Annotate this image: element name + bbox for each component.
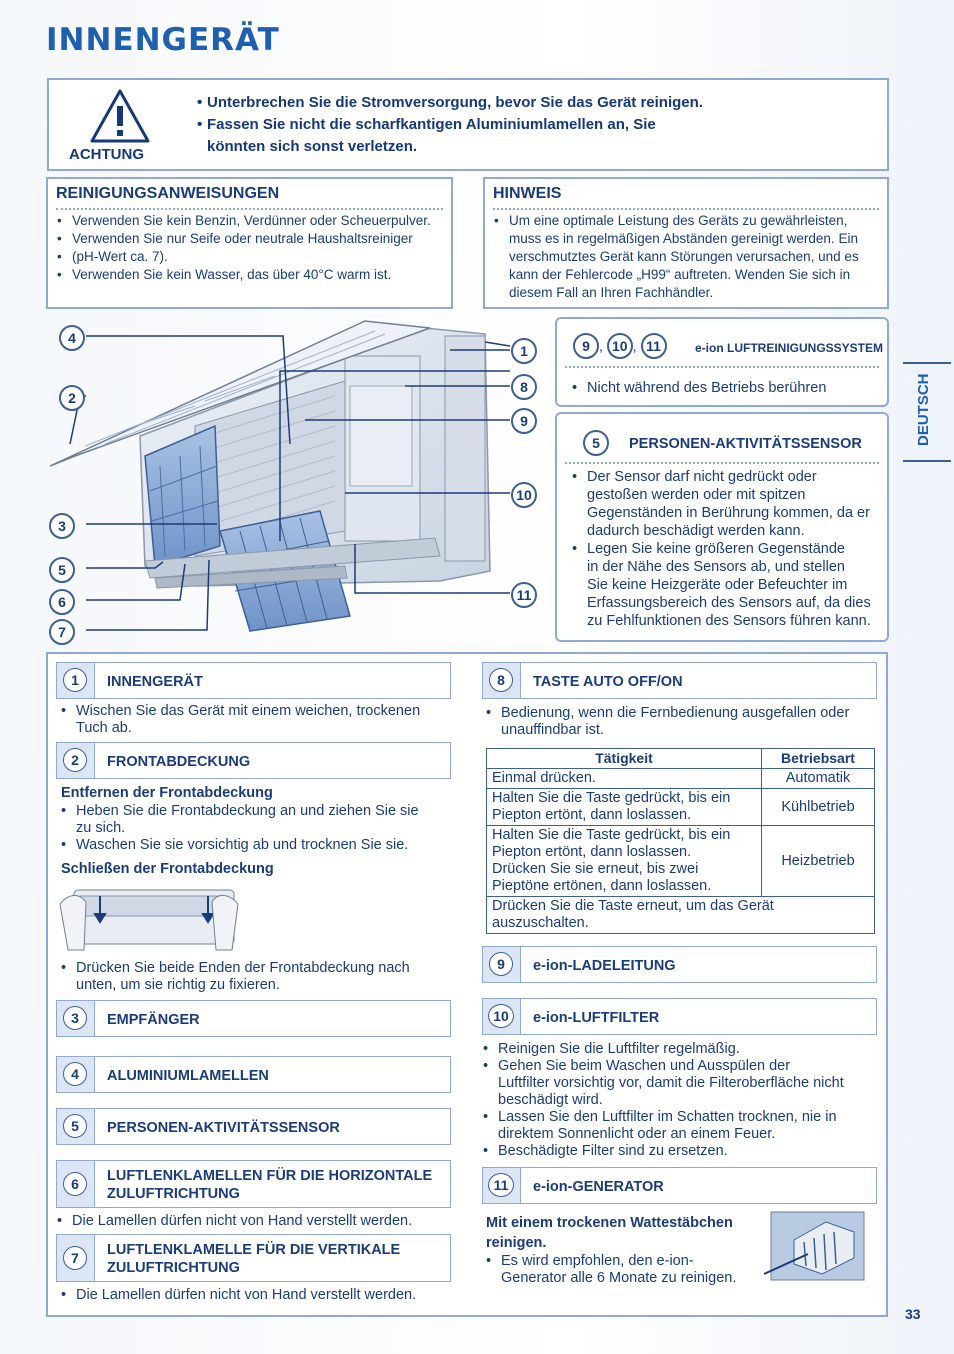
remove-cover-title: Entfernen der Frontabdeckung [61, 785, 273, 801]
part-4-header: 4 ALUMINIUMLAMELLEN [56, 1056, 451, 1093]
warning-label: ACHTUNG [69, 146, 144, 163]
eion-generator-illustration [764, 1211, 865, 1281]
part-11-header: 11 e-ion-GENERATOR [482, 1167, 877, 1204]
part-1-text: Wischen Sie das Gerät mit einem weichen,… [54, 703, 444, 737]
list-item: Bedienung, wenn die Fernbedienung ausgef… [479, 705, 874, 739]
sensor-title: PERSONEN-AKTIVITÄTSSENSOR [629, 436, 862, 452]
list-item: Die Lamellen dürfen nicht von Hand verst… [54, 1287, 449, 1304]
cleaning-title: REINIGUNGSANWEISUNGEN [56, 185, 280, 202]
sensor-box: 5 PERSONEN-AKTIVITÄTSSENSOR Der Sensor d… [555, 412, 889, 642]
list-item: Verwenden Sie nur Seife oder neutrale Ha… [50, 230, 450, 248]
auto-button-table: Tätigkeit Betriebsart Einmal drücken. Au… [486, 748, 875, 934]
list-item: Lassen Sie den Luftfilter im Schatten tr… [476, 1109, 876, 1143]
part-8-text: Bedienung, wenn die Fernbedienung ausgef… [479, 705, 874, 739]
part-2-header: 2 FRONTABDECKUNG [56, 742, 451, 779]
eion-num-11: 11 [640, 333, 667, 359]
callout-8: 8 [511, 374, 537, 400]
part-11-list: Es wird empfohlen, den e-ion-Generator a… [479, 1253, 759, 1287]
air-conditioner-illustration [49, 320, 511, 632]
eion-system-title: e-ion LUFTREINIGUNGSSYSTEM [695, 341, 884, 355]
list-item: Heben Sie die Frontabdeckung an und zieh… [54, 803, 444, 837]
callout-7: 7 [49, 619, 75, 645]
note-list: Um eine optimale Leistung des Geräts zu … [487, 212, 882, 302]
cleaning-instructions-box: REINIGUNGSANWEISUNGEN Verwenden Sie kein… [46, 177, 453, 309]
part-10-header: 10 e-ion-LUFTFILTER [482, 998, 877, 1035]
callout-1: 1 [511, 338, 537, 364]
callout-10: 10 [511, 482, 537, 508]
list-item: Waschen Sie sie vorsichtig ab und trockn… [54, 837, 444, 854]
warning-text: •Unterbrechen Sie die Stromversorgung, b… [197, 94, 703, 155]
callout-9: 9 [511, 408, 537, 434]
table-header-row: Tätigkeit Betriebsart [486, 748, 875, 769]
list-item: Verwenden Sie kein Wasser, das über 40°C… [50, 266, 450, 284]
list-item: Drücken Sie beide Enden der Frontabdecku… [54, 960, 444, 994]
eion-num-10: 10 [606, 333, 633, 359]
part-9-header: 9 e-ion-LADELEITUNG [482, 946, 877, 983]
table-row: Einmal drücken. Automatik [486, 768, 875, 789]
note-title: HINWEIS [493, 185, 562, 202]
callout-4: 4 [59, 325, 85, 351]
callout-2: 2 [59, 385, 85, 411]
page-number: 33 [905, 1306, 921, 1322]
part-6-text: Die Lamellen dürfen nicht von Hand verst… [50, 1213, 445, 1230]
cleaning-list: Verwenden Sie kein Benzin, Verdünner ode… [50, 212, 450, 284]
list-item: Um eine optimale Leistung des Geräts zu … [487, 212, 882, 302]
list-item: Gehen Sie beim Waschen und Ausspülen der… [476, 1058, 876, 1109]
list-item: (pH-Wert ca. 7). [50, 248, 450, 266]
list-item: Reinigen Sie die Luftfilter regelmäßig. [476, 1041, 876, 1058]
part-7-text: Die Lamellen dürfen nicht von Hand verst… [54, 1287, 449, 1304]
part-3-header: 3 EMPFÄNGER [56, 1000, 451, 1037]
language-tab: DEUTSCH [903, 362, 951, 462]
close-cover-list: Drücken Sie beide Enden der Frontabdecku… [54, 960, 444, 994]
note-box: HINWEIS Um eine optimale Leistung des Ge… [483, 177, 889, 309]
callout-5: 5 [49, 557, 75, 583]
close-cover-title: Schließen der Frontabdeckung [61, 861, 274, 877]
callout-11: 11 [511, 582, 537, 608]
list-item: Wischen Sie das Gerät mit einem weichen,… [54, 703, 444, 737]
indoor-unit-diagram: 4 2 3 5 6 7 1 8 9 10 11 [45, 316, 550, 646]
warning-box: ACHTUNG •Unterbrechen Sie die Stromverso… [47, 78, 889, 171]
list-item: Es wird empfohlen, den e-ion-Generator a… [479, 1253, 759, 1287]
list-item: Nicht während des Betriebs berühren [565, 379, 826, 397]
list-item: Verwenden Sie kein Benzin, Verdünner ode… [50, 212, 450, 230]
part-1-header: 1 INNENGERÄT [56, 662, 451, 699]
sensor-num: 5 [583, 430, 609, 456]
table-row: Drücken Sie die Taste erneut, um das Ger… [486, 896, 875, 934]
warning-triangle-icon [90, 89, 150, 143]
part-5-header: 5 PERSONEN-AKTIVITÄTSSENSOR [56, 1108, 451, 1145]
part-10-list: Reinigen Sie die Luftfilter regelmäßig. … [476, 1041, 876, 1160]
part-8-header: 8 TASTE AUTO OFF/ON [482, 662, 877, 699]
eion-system-box: 9, 10, 11 e-ion LUFTREINIGUNGSSYSTEM Nic… [555, 317, 889, 407]
list-item: Beschädigte Filter sind zu ersetzen. [476, 1143, 876, 1160]
list-item: Der Sensor darf nicht gedrückt odergesto… [565, 468, 885, 540]
eion-num-9: 9 [573, 333, 599, 359]
callout-3: 3 [49, 513, 75, 539]
close-cover-illustration [59, 889, 239, 951]
list-item: Die Lamellen dürfen nicht von Hand verst… [50, 1213, 445, 1230]
callout-6: 6 [49, 589, 75, 615]
page-title: INNENGERÄT [46, 22, 280, 58]
remove-cover-list: Heben Sie die Frontabdeckung an und zieh… [54, 803, 444, 854]
